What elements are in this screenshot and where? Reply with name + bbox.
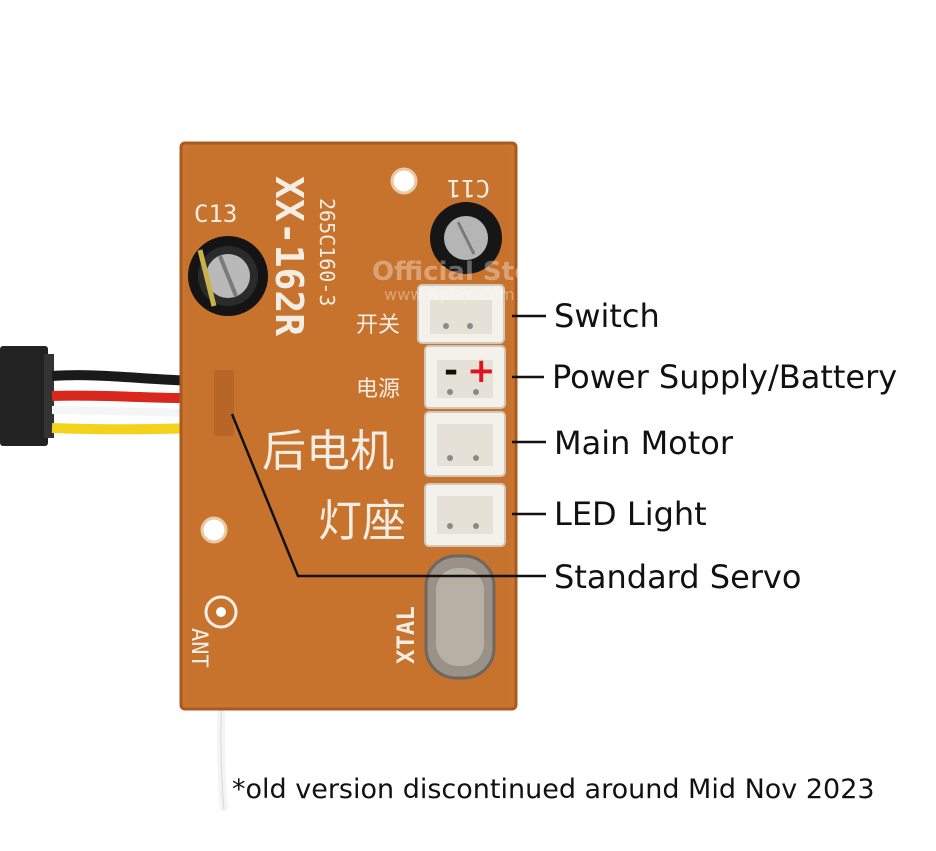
- connector-power: [424, 345, 506, 409]
- mount-hole-top: [390, 167, 418, 195]
- polarity-plus: +: [467, 351, 496, 391]
- label-led-light: LED Light: [554, 495, 707, 533]
- label-switch: Switch: [554, 297, 660, 335]
- silk-power-cn: 电源: [356, 377, 400, 402]
- leader-servo: [230, 413, 546, 578]
- connector-motor: [424, 411, 506, 477]
- silk-crystal: XTAL: [392, 606, 420, 664]
- label-power-supply: Power Supply/Battery: [552, 358, 898, 396]
- mount-hole-left: [200, 516, 228, 544]
- polarity-minus: -: [444, 351, 458, 391]
- antenna-pad: [204, 595, 238, 629]
- silk-switch-cn: 开关: [356, 313, 400, 338]
- label-standard-servo: Standard Servo: [554, 558, 802, 596]
- silk-light-cn: 灯座: [318, 496, 406, 547]
- label-main-motor: Main Motor: [554, 424, 734, 462]
- silk-antenna: ANT: [186, 628, 211, 668]
- footnote: *old version discontinued around Mid Nov…: [232, 774, 875, 805]
- silk-part-code: 265C160-3: [315, 198, 339, 306]
- connector-switch: [417, 284, 505, 344]
- watermark-line1: Official Store: [372, 257, 562, 287]
- capacitor-c13: [188, 236, 268, 316]
- watermark-line2: www.wpl-rc.com: [384, 285, 515, 304]
- silk-c11: C11: [447, 174, 490, 202]
- crystal-oscillator: [424, 554, 496, 680]
- servo-connector: [0, 346, 48, 446]
- capacitor-c11: [430, 202, 502, 274]
- connector-light: [424, 483, 506, 547]
- silk-model: XX-162R: [267, 176, 311, 336]
- silk-c13: C13: [194, 200, 237, 228]
- silk-motor-cn: 后电机: [262, 426, 394, 477]
